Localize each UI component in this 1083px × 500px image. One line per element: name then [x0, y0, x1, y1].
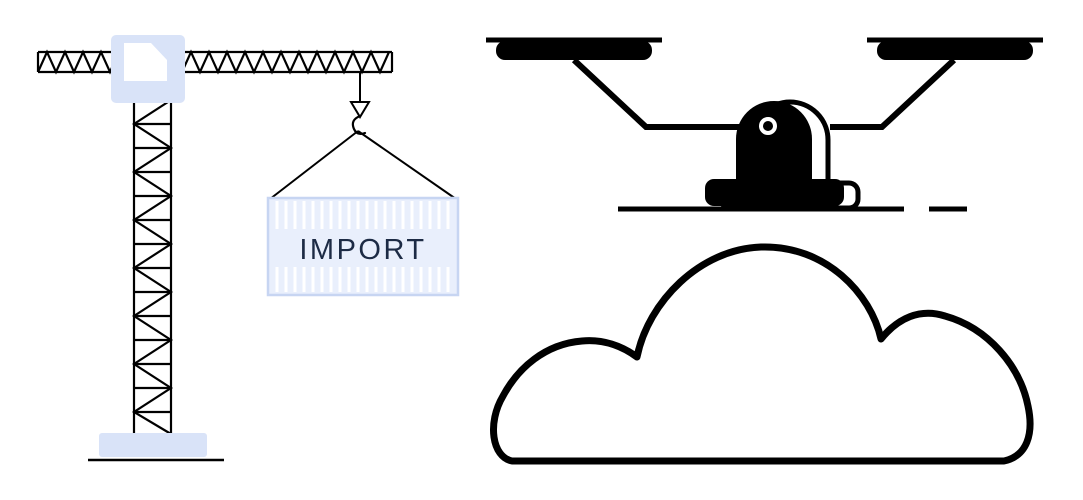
shipping-container-icon: IMPORT [266, 196, 460, 297]
scale-base [705, 179, 844, 206]
lifting-cables [269, 130, 457, 200]
scale-left-arm [571, 57, 740, 130]
scale-right-pan [867, 37, 1043, 60]
scale-pivot [736, 101, 812, 187]
tower-crane-icon [36, 35, 457, 462]
cab-window [124, 43, 167, 81]
container-label: IMPORT [299, 234, 426, 266]
crane-cab [111, 35, 185, 103]
crane-hook [349, 72, 371, 135]
crane-jib [36, 49, 394, 75]
scale-left-pan [486, 37, 662, 60]
scale-pivot-ring [759, 117, 777, 135]
crane-mast [131, 72, 174, 435]
balance-scale-icon [486, 37, 1043, 212]
crane-base [99, 433, 207, 457]
scale-right-arm [830, 57, 957, 130]
container-label-band [271, 229, 455, 267]
cloud-icon [490, 243, 1034, 465]
